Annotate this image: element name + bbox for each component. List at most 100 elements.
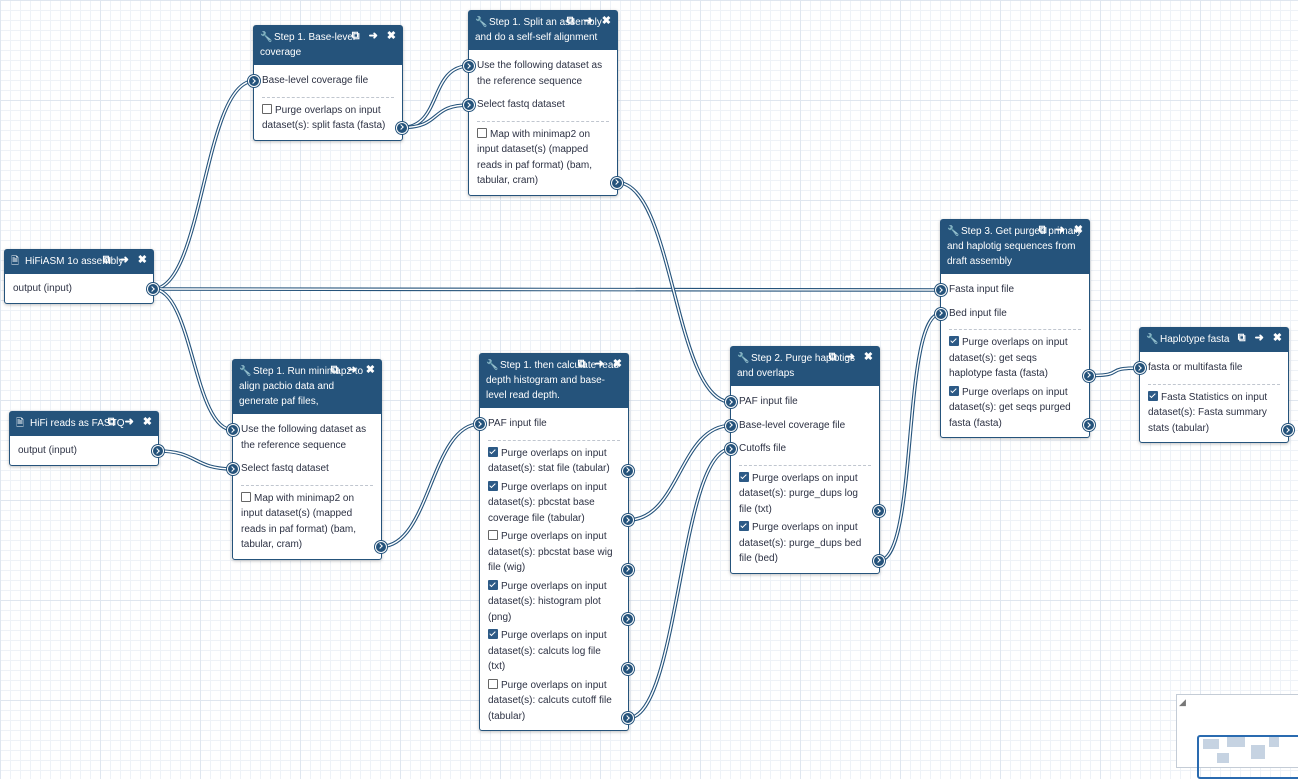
output-terminal[interactable] <box>622 712 634 724</box>
arrow-right-icon[interactable]: ➜ <box>845 351 855 363</box>
file-icon: 🗎 <box>11 256 20 267</box>
output-terminal[interactable] <box>622 662 634 675</box>
clone-icon[interactable]: ⧉ <box>566 15 575 27</box>
minimap-viewport[interactable] <box>1197 735 1298 779</box>
input-terminal[interactable] <box>725 419 737 432</box>
workflow-overview-minimap[interactable]: ◢ <box>1176 694 1298 779</box>
input-terminal[interactable] <box>463 99 475 111</box>
close-icon[interactable]: ✖ <box>863 351 873 363</box>
output-terminal-row: Purge overlaps on input dataset(s): purg… <box>739 520 885 567</box>
node-step1-split-assembly[interactable]: 🔧Step 1. Split an assembly and do a self… <box>463 10 623 196</box>
arrow-right-icon[interactable]: ➜ <box>368 30 378 42</box>
output-terminal[interactable] <box>622 563 634 576</box>
arrow-right-icon[interactable]: ➜ <box>124 416 134 428</box>
connection-wire-core <box>380 423 481 548</box>
arrow-right-icon[interactable]: ➜ <box>1055 224 1065 236</box>
output-terminal[interactable] <box>152 445 164 457</box>
output-checkbox[interactable] <box>739 521 749 531</box>
input-terminal[interactable] <box>474 418 486 430</box>
clone-icon[interactable]: ⧉ <box>1237 332 1246 344</box>
arrow-right-icon[interactable]: ➜ <box>583 15 593 27</box>
output-terminal[interactable] <box>622 464 634 477</box>
input-terminal[interactable] <box>248 75 260 87</box>
output-terminal[interactable] <box>396 121 408 134</box>
input-terminal[interactable] <box>935 307 947 320</box>
clone-icon[interactable]: ⧉ <box>102 254 111 266</box>
output-checkbox[interactable] <box>477 127 487 138</box>
clone-icon[interactable]: ⧉ <box>330 364 339 376</box>
output-terminal[interactable] <box>873 554 885 567</box>
output-terminal[interactable] <box>1083 419 1095 431</box>
output-checkbox[interactable] <box>949 385 959 396</box>
node-input-hifiasm-assembly[interactable]: 🗎HiFiASM 1o assembly ⧉➜✖ output (input) <box>4 249 159 304</box>
output-terminal[interactable] <box>873 505 885 517</box>
output-terminal[interactable] <box>375 540 387 553</box>
clone-icon[interactable]: ⧉ <box>107 416 116 428</box>
node-title: Step 1. then calculate read depth histog… <box>486 360 619 401</box>
arrow-right-icon[interactable]: ➜ <box>347 364 357 376</box>
input-terminal[interactable] <box>725 443 737 455</box>
output-checkbox[interactable] <box>739 471 749 482</box>
close-icon[interactable]: ✖ <box>365 364 375 376</box>
output-checkbox[interactable] <box>488 446 498 457</box>
output-checkbox[interactable] <box>488 629 498 639</box>
close-icon[interactable]: ✖ <box>137 254 147 266</box>
output-terminal[interactable] <box>622 613 634 625</box>
node-haplotype-fasta[interactable]: 🔧Haplotype fasta ⧉➜✖ fasta or multifasta… <box>1134 327 1294 443</box>
output-terminal[interactable] <box>622 514 634 526</box>
node-step1-read-depth[interactable]: 🔧Step 1. then calculate read depth histo… <box>474 353 634 731</box>
close-icon[interactable]: ✖ <box>1073 224 1083 236</box>
close-icon[interactable]: ✖ <box>612 358 622 370</box>
node-header[interactable]: 🗎HiFi reads as FASTQ ⧉➜✖ <box>10 412 158 436</box>
output-terminal[interactable] <box>1282 424 1294 436</box>
close-icon[interactable]: ✖ <box>601 15 611 27</box>
output-terminal-row: Purge overlaps on input dataset(s): pbcs… <box>488 480 634 526</box>
node-header[interactable]: 🔧Haplotype fasta ⧉➜✖ <box>1140 328 1288 352</box>
close-icon[interactable]: ✖ <box>1272 332 1282 344</box>
node-step1-base-level-coverage[interactable]: 🔧Step 1. Base-level coverage ⧉➜✖ Base-le… <box>248 25 408 141</box>
node-step2-purge-haplotigs[interactable]: 🔧Step 2. Purge haplotigs and overlaps ⧉➜… <box>725 346 885 574</box>
output-label: Purge overlaps on input dataset(s): stat… <box>488 447 610 475</box>
node-step3-get-seqs[interactable]: 🔧Step 3. Get purged primary and haplotig… <box>935 219 1095 438</box>
output-checkbox[interactable] <box>241 491 251 502</box>
node-header[interactable]: 🔧Step 1. Base-level coverage ⧉➜✖ <box>254 26 402 65</box>
connection-wire-core <box>616 181 732 403</box>
output-terminal[interactable] <box>147 283 159 295</box>
output-checkbox[interactable] <box>488 480 498 491</box>
output-checkbox[interactable] <box>1148 390 1158 401</box>
node-header[interactable]: 🔧Step 1. Run minimap2 to align pacbio da… <box>233 360 381 414</box>
node-header[interactable]: 🔧Step 2. Purge haplotigs and overlaps ⧉➜… <box>731 347 879 386</box>
output-checkbox[interactable] <box>488 579 498 590</box>
arrow-right-icon[interactable]: ➜ <box>119 254 129 266</box>
output-checkbox[interactable] <box>488 678 498 689</box>
arrow-right-icon[interactable]: ➜ <box>1254 332 1264 344</box>
node-title: Step 1. Split an assembly and do a self-… <box>475 17 602 43</box>
node-input-hifi-reads[interactable]: 🗎HiFi reads as FASTQ ⧉➜✖ output (input) <box>9 411 164 466</box>
node-step1-run-minimap2[interactable]: 🔧Step 1. Run minimap2 to align pacbio da… <box>227 359 387 560</box>
input-terminal[interactable] <box>725 396 737 408</box>
clone-icon[interactable]: ⧉ <box>828 351 837 363</box>
input-terminal[interactable] <box>227 424 239 436</box>
clone-icon[interactable]: ⧉ <box>351 30 360 42</box>
input-terminal[interactable] <box>463 60 475 72</box>
node-header[interactable]: 🔧Step 1. then calculate read depth histo… <box>480 354 628 408</box>
output-checkbox[interactable] <box>488 530 498 540</box>
input-terminal[interactable] <box>1134 362 1146 374</box>
clone-icon[interactable]: ⧉ <box>1038 224 1047 236</box>
close-icon[interactable]: ✖ <box>386 30 396 42</box>
clone-icon[interactable]: ⧉ <box>577 358 586 370</box>
node-header[interactable]: 🔧Step 3. Get purged primary and haplotig… <box>941 220 1089 274</box>
resize-handle-icon[interactable]: ◢ <box>1179 697 1186 707</box>
input-terminal[interactable] <box>935 284 947 296</box>
node-header[interactable]: 🔧Step 1. Split an assembly and do a self… <box>469 11 617 50</box>
output-checkbox[interactable] <box>262 103 272 114</box>
input-terminal[interactable] <box>227 463 239 475</box>
output-terminal[interactable] <box>1083 369 1095 382</box>
arrow-right-icon[interactable]: ➜ <box>594 358 604 370</box>
output-checkbox[interactable] <box>949 336 959 346</box>
node-header[interactable]: 🗎HiFiASM 1o assembly ⧉➜✖ <box>5 250 153 274</box>
close-icon[interactable]: ✖ <box>142 416 152 428</box>
output-terminal-row: Map with minimap2 on input dataset(s) (m… <box>241 491 387 553</box>
output-terminal[interactable] <box>611 176 623 189</box>
